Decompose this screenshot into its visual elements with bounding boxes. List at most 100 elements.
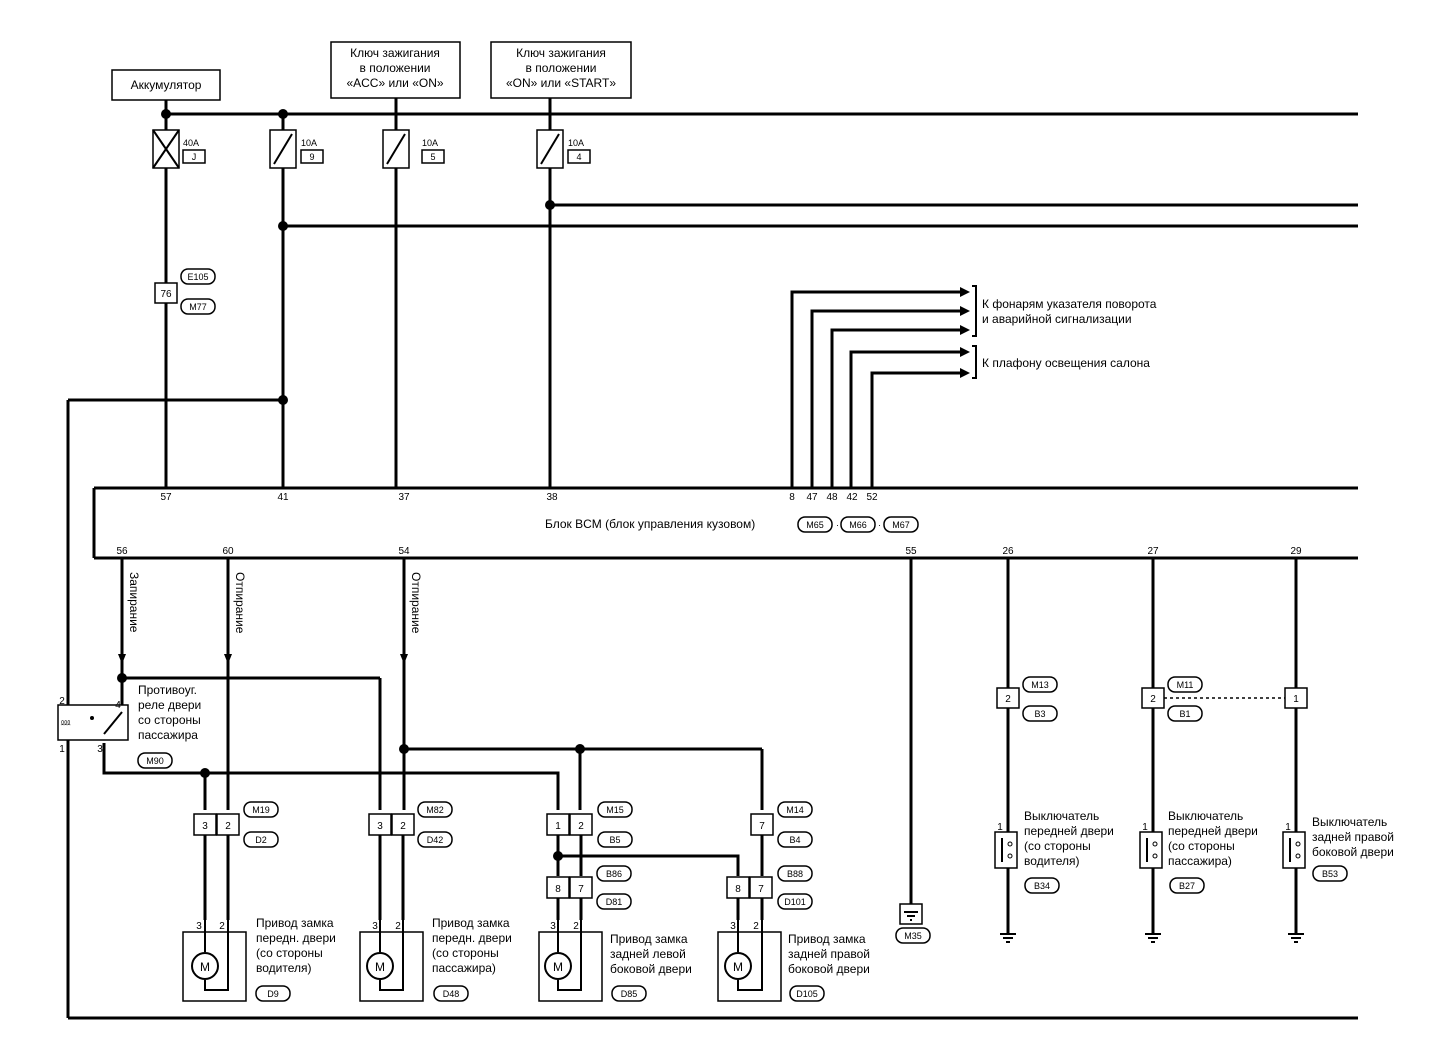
svg-text:D2: D2 <box>255 835 267 845</box>
connector-b86-d81: 8 7 B86 D81 <box>546 865 632 910</box>
svg-text:задней правой: задней правой <box>788 947 870 961</box>
anti-theft-relay: ⅏ 2 4 1 3 <box>57 696 129 755</box>
motor-icon <box>724 952 752 980</box>
svg-text:M66: M66 <box>849 520 867 530</box>
switch-front-driver-label: Выключатель передней двери (со стороны в… <box>1024 809 1114 894</box>
svg-text:2: 2 <box>59 696 65 707</box>
svg-text:пассажира: пассажира <box>138 728 198 742</box>
svg-text:B4: B4 <box>789 835 800 845</box>
svg-text:передней двери: передней двери <box>1168 824 1258 838</box>
svg-text:1: 1 <box>997 822 1003 833</box>
svg-text:4: 4 <box>115 700 121 711</box>
svg-text:29: 29 <box>1290 546 1302 557</box>
svg-text:B1: B1 <box>1179 709 1190 719</box>
svg-text:D9: D9 <box>267 989 279 999</box>
svg-text:E105: E105 <box>187 272 208 282</box>
actuator-front-passenger: 3 2 M <box>359 920 424 1002</box>
svg-text:2: 2 <box>395 921 401 932</box>
svg-text:8: 8 <box>555 884 561 895</box>
mid-wires <box>203 835 764 920</box>
svg-text:M77: M77 <box>189 302 207 312</box>
svg-text:1: 1 <box>1285 822 1291 833</box>
svg-text:передн. двери: передн. двери <box>432 931 512 945</box>
svg-text:·: · <box>836 520 839 530</box>
fuse-10a-5: 10A 5 <box>382 129 445 169</box>
svg-text:Выключатель: Выключатель <box>1024 809 1099 823</box>
svg-text:D42: D42 <box>427 835 444 845</box>
svg-text:3: 3 <box>730 921 736 932</box>
svg-text:Выключатель: Выключатель <box>1312 815 1387 829</box>
power-bus-wires <box>164 98 1358 228</box>
svg-text:«ACC» или «ON»: «ACC» или «ON» <box>346 76 443 90</box>
junction-dots <box>161 109 555 405</box>
svg-text:передней двери: передней двери <box>1024 824 1114 838</box>
output-room-lamp: К плафону освещения салона <box>982 356 1150 370</box>
svg-text:7: 7 <box>759 821 765 832</box>
svg-text:«ON» или «START»: «ON» или «START» <box>506 76 616 90</box>
svg-text:реле двери: реле двери <box>138 698 201 712</box>
switch-rear-right: 1 1 <box>1282 687 1308 943</box>
svg-text:2: 2 <box>573 921 579 932</box>
svg-text:в положении: в положении <box>359 61 430 75</box>
svg-text:B86: B86 <box>606 869 622 879</box>
svg-text:1: 1 <box>1142 822 1148 833</box>
svg-text:2: 2 <box>753 921 759 932</box>
svg-text:·: · <box>878 520 881 530</box>
svg-text:57: 57 <box>160 492 172 503</box>
bcm-bottom-pins: 56 60 54 55 26 27 29 <box>116 546 1302 557</box>
svg-text:M: M <box>733 960 743 974</box>
svg-text:B3: B3 <box>1034 709 1045 719</box>
switch-rear-right-label: Выключатель задней правой боковой двери … <box>1312 815 1394 882</box>
svg-text:27: 27 <box>1147 546 1159 557</box>
svg-text:M: M <box>375 960 385 974</box>
svg-text:D48: D48 <box>443 989 460 999</box>
svg-text:Ключ зажигания: Ключ зажигания <box>350 46 440 60</box>
svg-text:M67: M67 <box>892 520 910 530</box>
svg-text:со стороны: со стороны <box>138 713 201 727</box>
bcm-block: Блок BCM (блок управления кузовом) M65 M… <box>92 486 1358 560</box>
svg-text:3: 3 <box>372 921 378 932</box>
bcm-label: Блок BCM (блок управления кузовом) <box>545 517 755 531</box>
motor-icon <box>366 952 394 980</box>
output-turn-hazard-line1: К фонарям указателя поворота <box>982 297 1157 311</box>
svg-text:26: 26 <box>1002 546 1014 557</box>
svg-text:10A: 10A <box>568 138 584 148</box>
svg-text:M65: M65 <box>806 520 824 530</box>
svg-text:4: 4 <box>576 152 581 162</box>
svg-text:D101: D101 <box>784 897 806 907</box>
svg-text:2: 2 <box>219 921 225 932</box>
svg-text:7: 7 <box>578 884 584 895</box>
ignition-on-start-label: Ключ зажигания в положении «ON» или «STA… <box>490 41 632 99</box>
svg-text:J: J <box>192 152 197 162</box>
svg-text:3: 3 <box>196 921 202 932</box>
connector-m19-d2: 3 2 M19 D2 <box>193 801 279 848</box>
svg-text:47: 47 <box>806 492 818 503</box>
svg-text:M14: M14 <box>786 805 804 815</box>
svg-text:B27: B27 <box>1179 881 1195 891</box>
svg-text:боковой двери: боковой двери <box>1312 845 1394 859</box>
svg-text:⅏: ⅏ <box>60 717 71 727</box>
signal-unlock-label-2: Отпирание <box>409 572 423 634</box>
svg-text:боковой двери: боковой двери <box>788 962 870 976</box>
connector-m14-b4: 7 M14 B4 <box>750 801 813 848</box>
switch-front-passenger: 2 M11 B1 1 <box>1139 676 1203 943</box>
svg-text:55: 55 <box>905 546 917 557</box>
svg-text:задней левой: задней левой <box>610 947 686 961</box>
svg-text:B53: B53 <box>1322 869 1338 879</box>
ignition-acc-on-label: Ключ зажигания в положении «ACC» или «ON… <box>330 41 461 99</box>
svg-text:Привод замка: Привод замка <box>610 932 688 946</box>
actuator-rear-right-label: Привод замка задней правой боковой двери… <box>788 932 870 1002</box>
actuator-rear-left: 3 2 M <box>538 920 603 1002</box>
svg-text:56: 56 <box>116 546 128 557</box>
svg-text:задней правой: задней правой <box>1312 830 1394 844</box>
svg-text:M15: M15 <box>606 805 624 815</box>
svg-text:(со стороны: (со стороны <box>1024 839 1091 853</box>
svg-text:2: 2 <box>1005 694 1011 705</box>
svg-text:Выключатель: Выключатель <box>1168 809 1243 823</box>
relay-label: Противоуг. реле двери со стороны пассажи… <box>137 683 201 769</box>
svg-text:5: 5 <box>430 152 435 162</box>
svg-text:M: M <box>200 960 210 974</box>
svg-text:3: 3 <box>97 744 103 755</box>
svg-text:Привод замка: Привод замка <box>256 916 334 930</box>
